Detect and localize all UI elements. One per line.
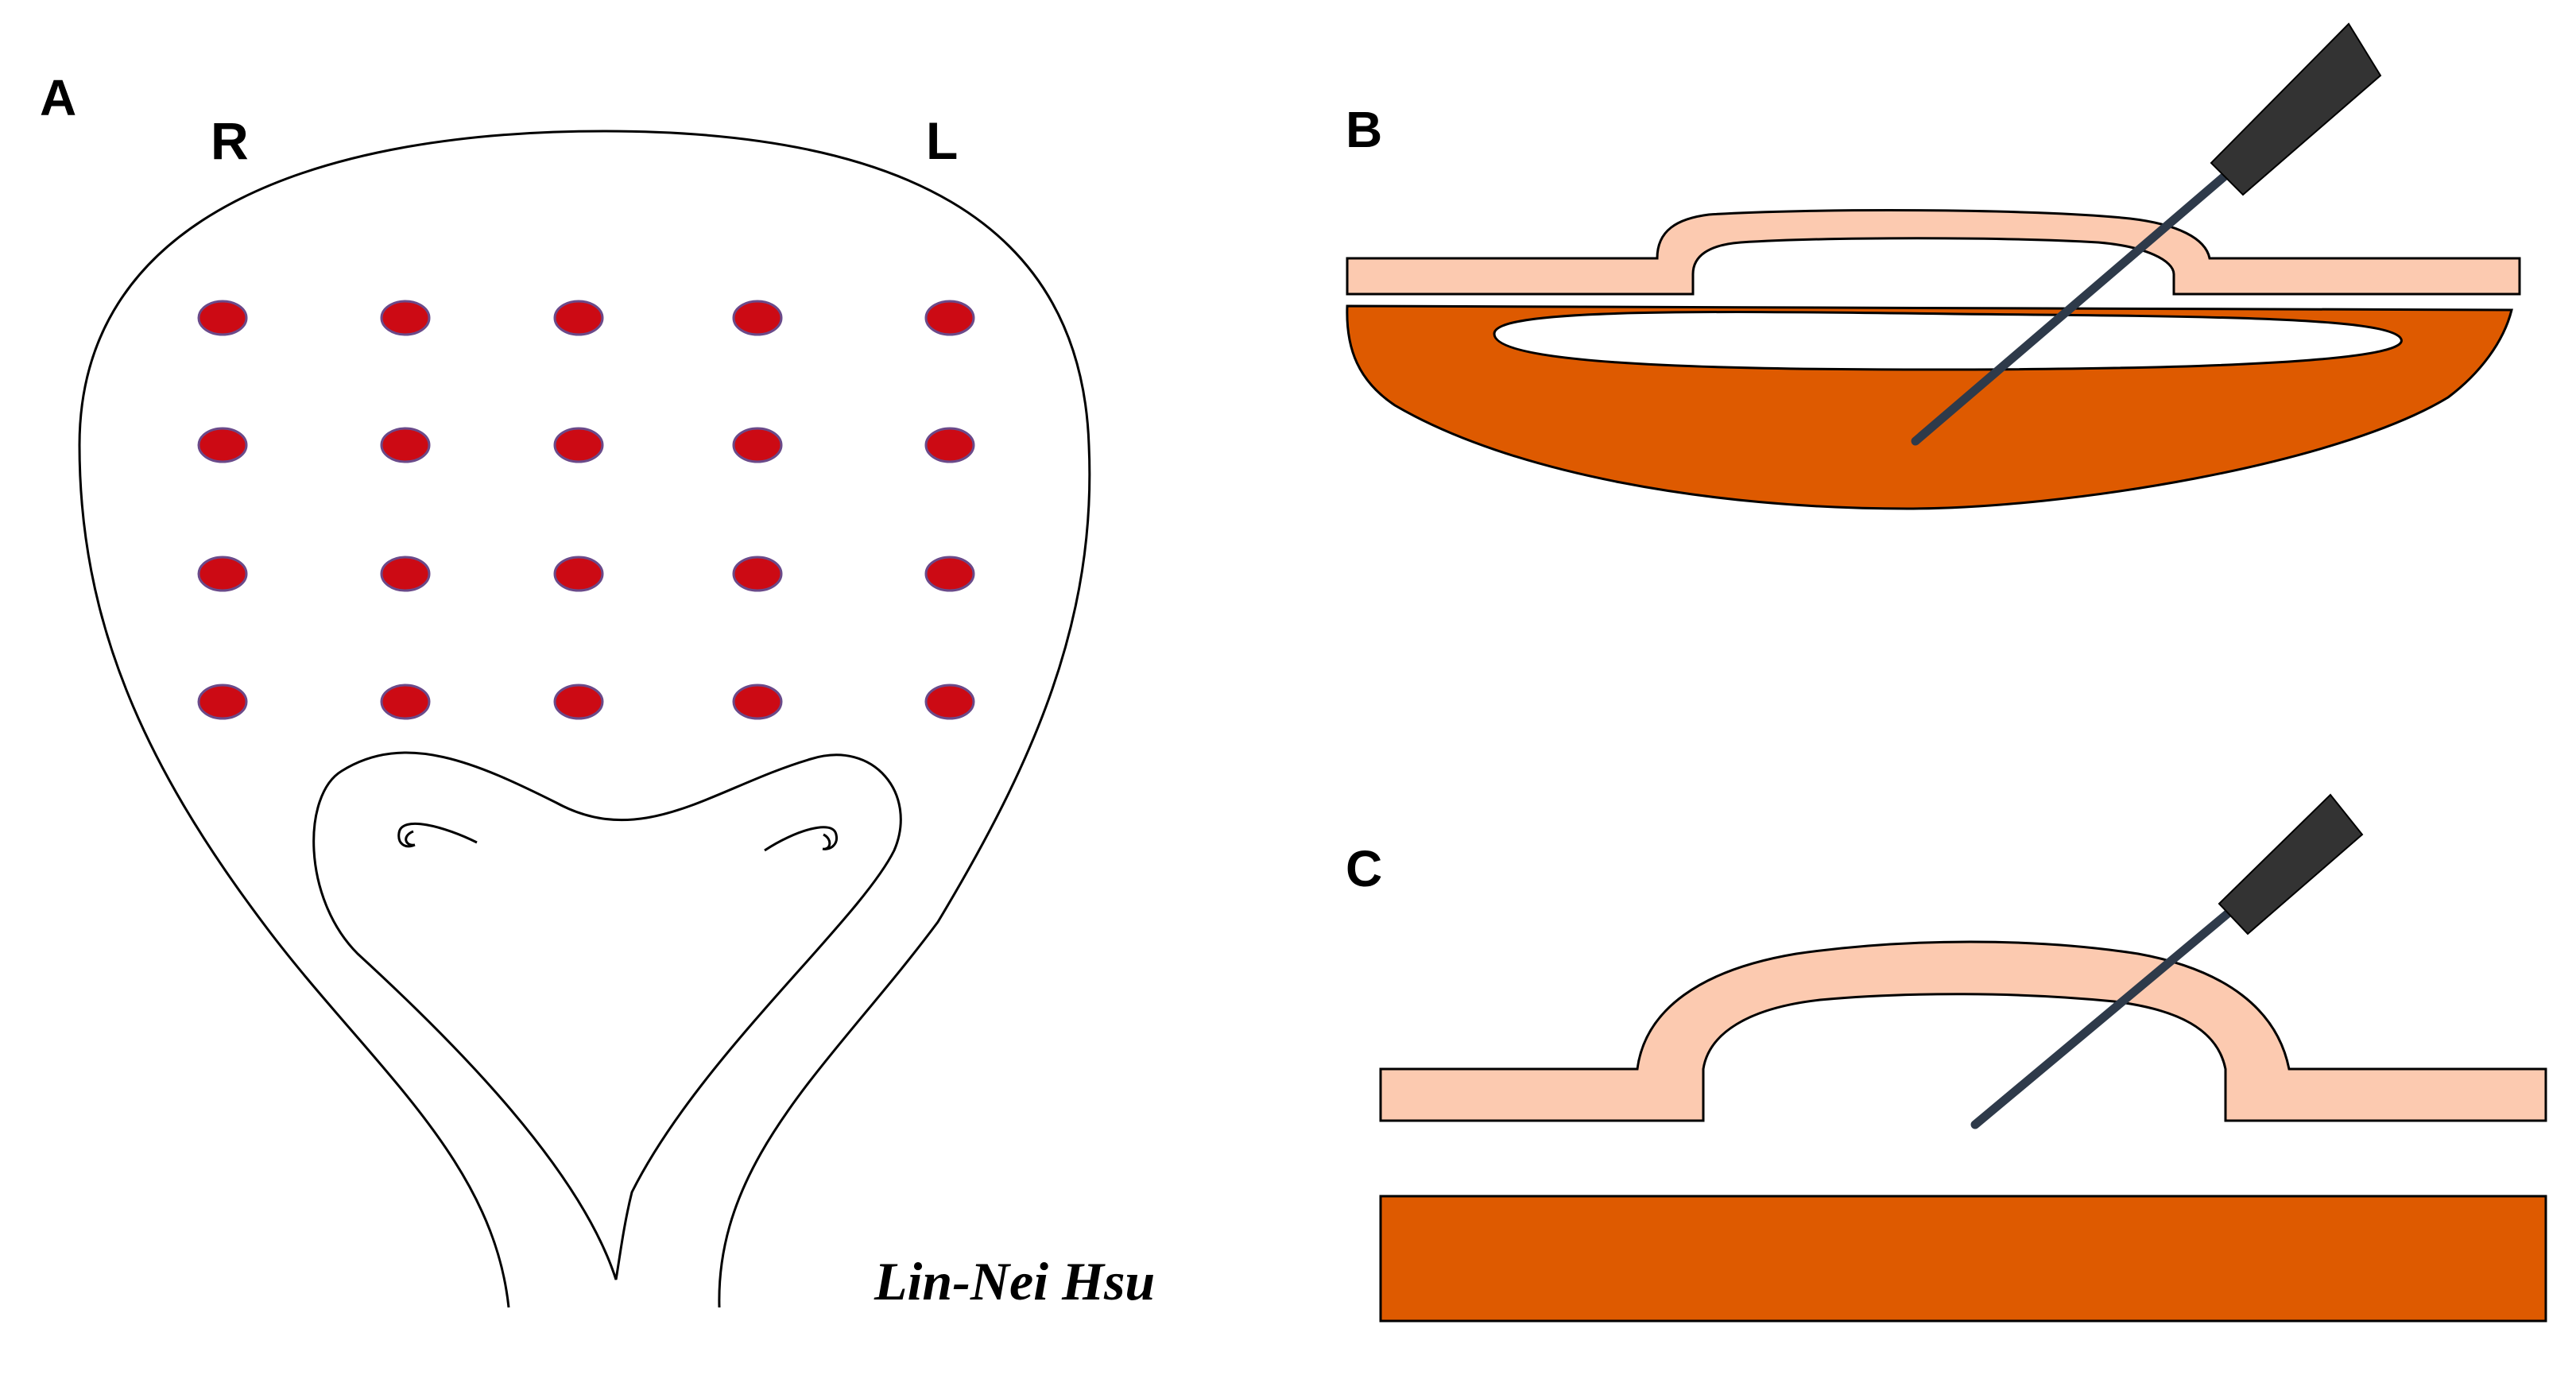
detrusor-muscle-layer-c xyxy=(1379,1195,2547,1323)
injection-site-dot xyxy=(380,684,431,720)
injection-site-dot xyxy=(553,427,604,463)
injection-site-dot xyxy=(553,684,604,720)
injection-site-dot xyxy=(380,427,431,463)
injection-site-dot xyxy=(924,427,975,463)
panel-a: A R L Lin-Nei Hsu xyxy=(40,69,1155,1311)
panel-b-label: B xyxy=(1346,101,1382,158)
syringe-needle-icon xyxy=(1911,22,2382,446)
injection-site-dot xyxy=(197,300,248,336)
right-side-label: R xyxy=(211,111,249,170)
syringe-needle-icon xyxy=(1970,793,2364,1129)
panel-a-label: A xyxy=(40,69,76,126)
injection-site-dot xyxy=(924,556,975,592)
injection-site-dot xyxy=(197,427,248,463)
injection-site-dot xyxy=(380,556,431,592)
injection-site-dot xyxy=(732,300,783,336)
injection-site-dot xyxy=(553,300,604,336)
injection-site-dot xyxy=(924,300,975,336)
submucosal-space-b xyxy=(1493,311,2403,371)
trigone-outline xyxy=(312,751,902,1280)
author-signature: Lin-Nei Hsu xyxy=(874,1251,1155,1311)
injection-site-dot xyxy=(732,427,783,463)
panel-b: B xyxy=(1346,22,2521,510)
injection-site-dot xyxy=(380,300,431,336)
injection-site-dot xyxy=(197,556,248,592)
injection-sites-grid xyxy=(197,300,975,720)
injection-site-dot xyxy=(732,556,783,592)
bladder-outline xyxy=(78,130,1091,1308)
panel-c-label: C xyxy=(1346,840,1382,897)
injection-site-dot xyxy=(197,684,248,720)
right-ureteral-orifice xyxy=(397,822,478,848)
left-ureteral-orifice xyxy=(764,826,839,852)
injection-site-dot xyxy=(924,684,975,720)
mucosa-layer-b xyxy=(1346,209,2521,296)
injection-site-dot xyxy=(732,684,783,720)
mucosa-layer-c xyxy=(1379,940,2547,1122)
injection-site-dot xyxy=(553,556,604,592)
left-side-label: L xyxy=(926,111,958,170)
panel-c: C xyxy=(1346,793,2547,1323)
